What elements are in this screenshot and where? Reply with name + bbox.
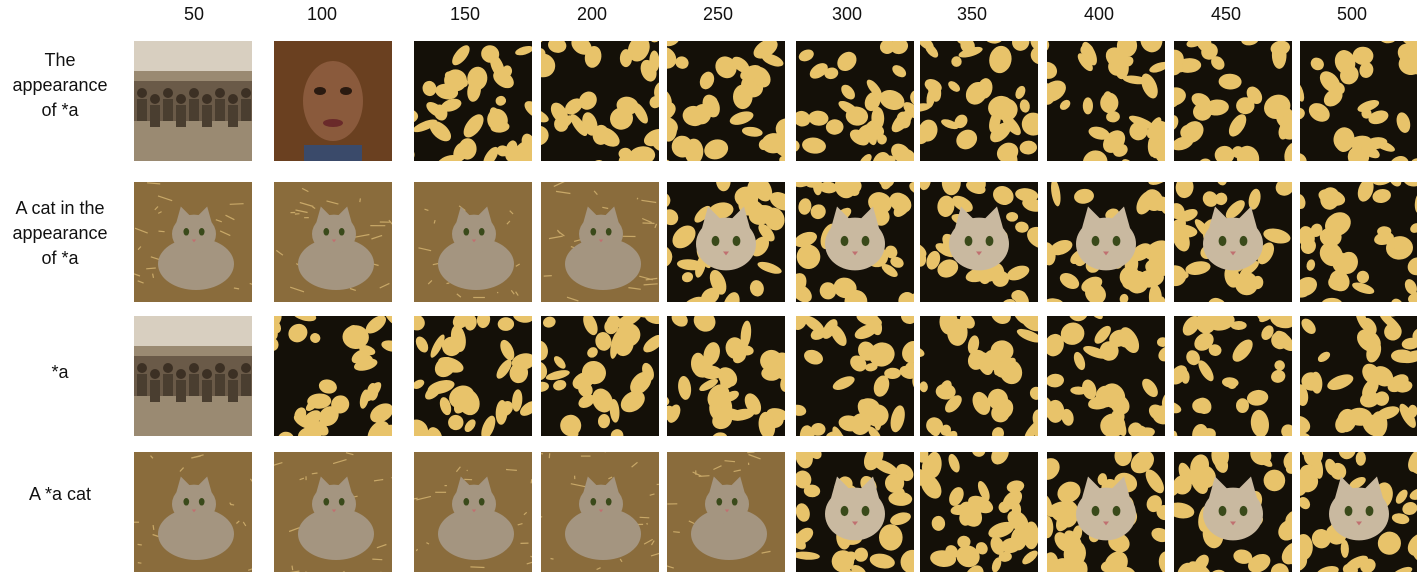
cat-pattern-image [1047,452,1165,572]
column-header: 250 [702,4,734,24]
leopard-pattern-image [920,316,1038,436]
cat-photo-image [134,452,252,572]
leopard-pattern-image [1300,316,1417,436]
row-label-prompt: A cat in the appearance of *a [12,198,108,268]
cat-pattern-image [667,182,785,302]
row-label-prompt: The appearance of *a [12,50,108,120]
leopard-pattern-image [414,316,532,436]
cat-pattern-image [920,182,1038,302]
cat-pattern-image [1047,182,1165,302]
leopard-pattern-image [1174,41,1292,161]
leopard-pattern-image [920,452,1038,572]
leopard-pattern-image [796,316,914,436]
cat-photo-image [541,182,659,302]
woman-portrait-image [274,41,392,161]
column-header: 50 [183,4,205,24]
column-header: 450 [1210,4,1242,24]
column-header: 150 [449,4,481,24]
cat-photo-image [414,182,532,302]
cat-pattern-image [1174,182,1292,302]
leopard-pattern-image [1300,41,1417,161]
row-label-prompt: *a [51,362,69,382]
cat-photo-image [274,182,392,302]
leopard-pattern-image [796,41,914,161]
cat-photo-image [414,452,532,572]
leopard-pattern-image [920,41,1038,161]
sepia-crowd-photo-image [134,316,252,436]
leopard-pattern-image [1047,41,1165,161]
cat-pattern-image [1174,452,1292,572]
column-header: 200 [576,4,608,24]
column-header: 300 [831,4,863,24]
cat-pattern-image [796,182,914,302]
cat-photo-image [274,452,392,572]
cat-pattern-image [1300,452,1417,572]
cat-photo-image [134,182,252,302]
cat-pattern-image [796,452,914,572]
leopard-pattern-image [1047,316,1165,436]
leopard-pattern-image [541,41,659,161]
cat-photo-image [667,452,785,572]
column-header: 400 [1083,4,1115,24]
cat-photo-image [541,452,659,572]
leopard-pattern-image [414,41,532,161]
leopard-pattern-image [541,316,659,436]
column-header: 500 [1336,4,1368,24]
leopard-pattern-image [1300,182,1417,302]
sepia-crowd-photo-image [134,41,252,161]
column-header: 100 [306,4,338,24]
column-header: 350 [956,4,988,24]
leopard-pattern-image [274,316,392,436]
leopard-pattern-image [667,316,785,436]
leopard-pattern-image [1174,316,1292,436]
row-label-prompt: A *a cat [28,484,92,504]
leopard-pattern-image [667,41,785,161]
